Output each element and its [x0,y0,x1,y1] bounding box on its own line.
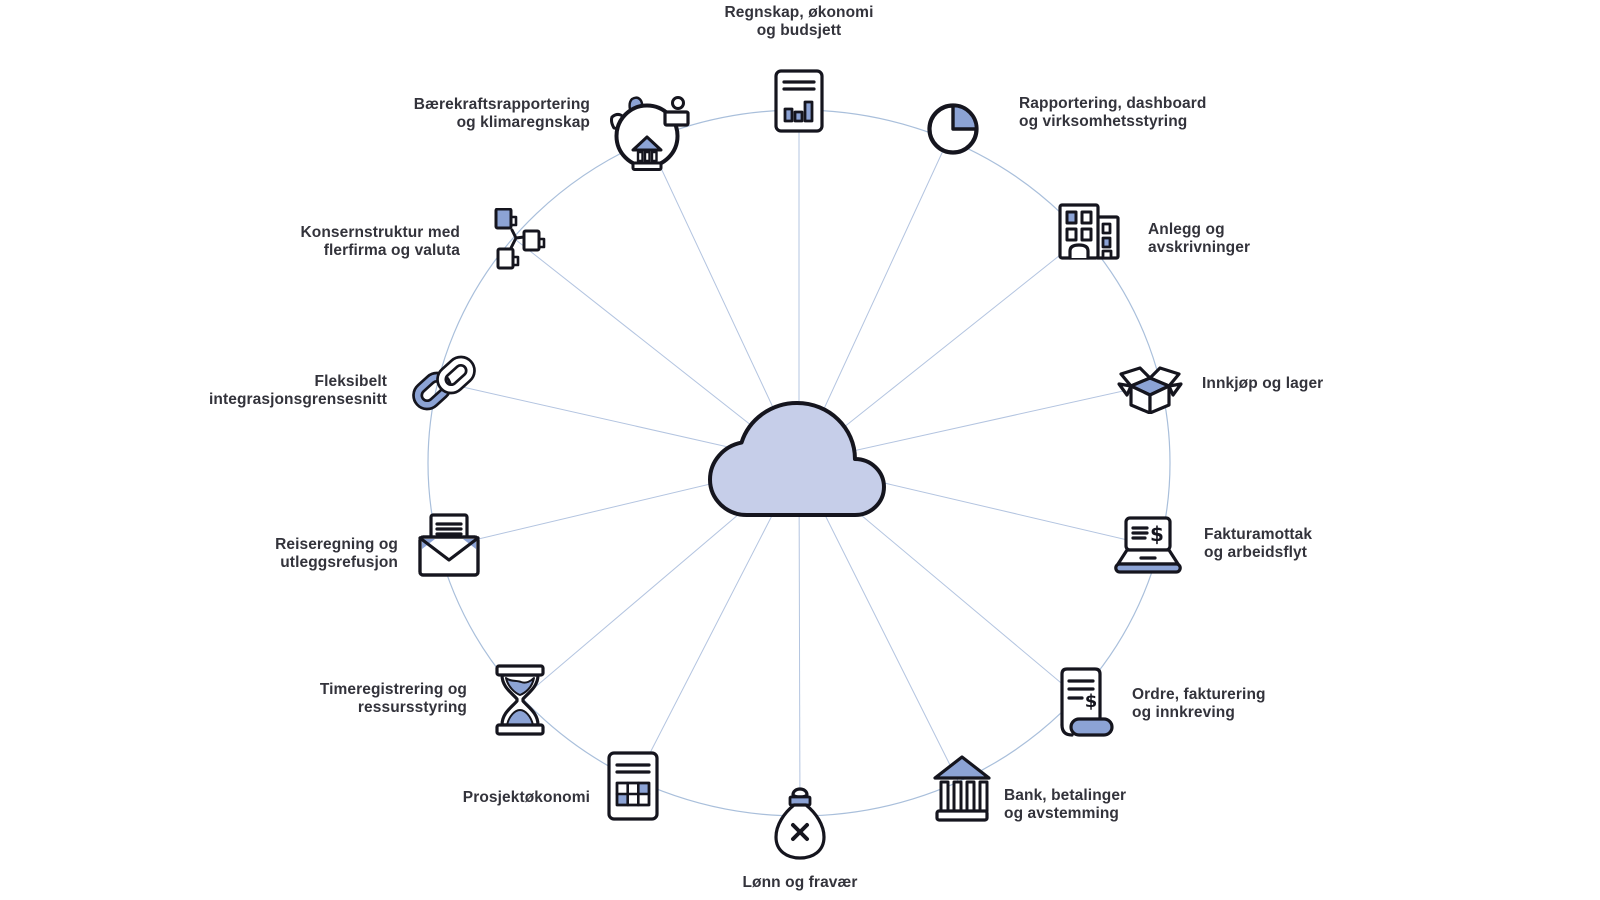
bank-icon [933,755,991,823]
item-label-anlegg: Anlegg og avskrivninger [1148,221,1251,256]
cloud-icon [710,403,884,515]
document-bar-chart-icon [774,69,824,133]
open-box-icon [1117,356,1183,414]
buildings-icon [1058,202,1120,262]
item-label-prosjekt: Prosjektøkonomi [462,789,590,806]
money-bag-icon [772,784,828,860]
item-label-konsern: Konsernstruktur med flerfirma og valuta [300,224,460,259]
laptop-invoice-icon: $ [1114,516,1184,574]
item-label-fleksibelt: Fleksibelt integrasjonsgrensesnitt [208,373,387,408]
org-structure-icon [486,208,546,272]
item-label-reise: Reiseregning og utleggsrefusjon [275,536,398,571]
item-label-innkjop: Innkjøp og lager [1202,375,1324,392]
chain-links-icon [408,352,482,414]
item-label-ordre: Ordre, fakturering og innkreving [1132,686,1266,721]
receipt-icon: $ [1054,667,1116,739]
svg-text:$: $ [1150,522,1164,546]
envelope-letter-icon [417,513,481,579]
item-label-baerekraft: Bærekraftsrapportering og klimaregnskap [413,96,590,131]
item-label-regnskap: Regnskap, økonomi og budsjett [724,4,874,39]
item-label-faktura: Fakturamottak og arbeidsflyt [1204,526,1313,561]
item-label-time: Timeregistrering og ressursstyring [319,681,467,716]
item-label-lonn: Lønn og fravær [742,874,858,891]
document-table-icon [607,751,659,821]
item-label-rapportering: Rapportering, dashboard og virksomhetsst… [1019,95,1207,130]
item-label-bank: Bank, betalinger og avstemming [1004,787,1127,822]
globe-sustainability-icon [602,93,690,179]
pie-chart-icon [926,102,980,156]
svg-text:$: $ [1085,691,1098,712]
hourglass-icon [492,664,548,736]
